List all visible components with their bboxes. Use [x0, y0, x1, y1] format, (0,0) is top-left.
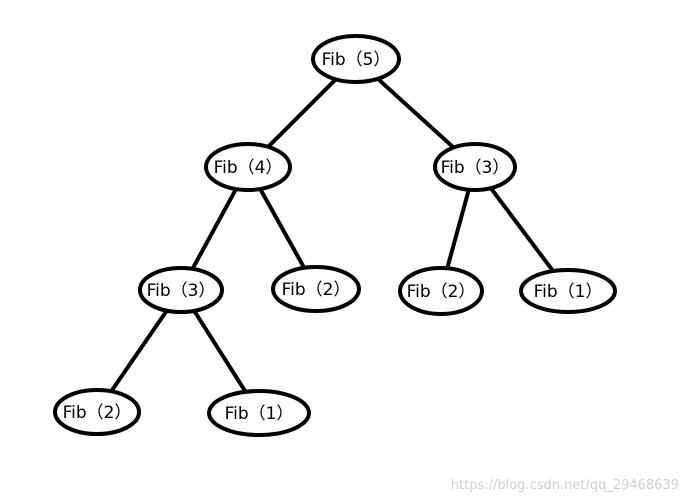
node-label: Fib（3） [147, 281, 216, 301]
edge-n4-n9 [192, 308, 248, 394]
tree-node-n2: Fib（4） [204, 142, 292, 192]
node-label: Fib（4） [214, 158, 283, 178]
node-label: Fib（1） [534, 282, 603, 302]
node-ellipse [433, 142, 517, 192]
node-label: Fib（1） [225, 404, 294, 424]
edge-n4-n8 [109, 308, 169, 394]
watermark: https://blog.csdn.net/qq_29468639 [450, 478, 679, 493]
node-ellipse [519, 268, 617, 314]
node-label: Fib（2） [407, 282, 476, 302]
edge-n2-n5 [258, 186, 307, 270]
edge-n1-n3 [375, 76, 456, 150]
node-ellipse [204, 142, 292, 192]
node-label: Fib（5） [322, 50, 391, 70]
node-ellipse [271, 265, 361, 313]
tree-node-n6: Fib（2） [398, 266, 484, 316]
node-ellipse [138, 266, 224, 314]
edge-n2-n4 [190, 187, 238, 271]
tree-node-n3: Fib（3） [433, 142, 517, 192]
node-ellipse [311, 34, 401, 84]
tree-node-n1: Fib（5） [311, 34, 401, 84]
tree-node-n9: Fib（1） [207, 389, 311, 437]
node-label: Fib（2） [282, 280, 351, 300]
tree-node-n8: Fib（2） [53, 388, 141, 436]
tree-node-n4: Fib（3） [138, 266, 224, 314]
tree-node-n7: Fib（1） [519, 268, 617, 314]
node-label: Fib（3） [441, 158, 510, 178]
edge-n3-n6 [445, 187, 471, 271]
node-ellipse [207, 389, 311, 437]
edge-n3-n7 [488, 186, 556, 274]
tree-node-n5: Fib（2） [271, 265, 361, 313]
node-ellipse [398, 266, 484, 316]
tree-nodes: Fib（5） Fib（4） Fib（3） Fib（3） Fib（2） Fib（2） Fib（… [53, 34, 617, 437]
tree-edges [109, 76, 556, 394]
node-label: Fib（2） [63, 403, 132, 423]
edge-n1-n2 [266, 77, 338, 149]
node-ellipse [53, 388, 141, 436]
